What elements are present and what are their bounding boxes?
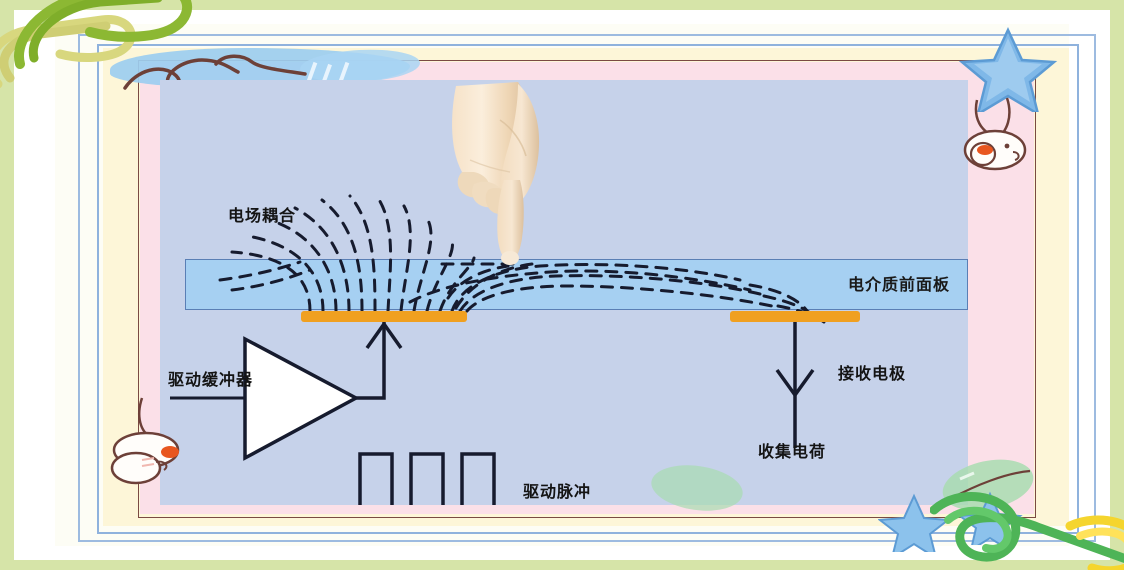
paperclip-icon (0, 0, 192, 89)
paperclip-icon (930, 492, 1124, 570)
label-receive-electrode: 接收电极 (838, 366, 907, 383)
receive-electrode (730, 311, 860, 322)
rabbit-face-icon (110, 397, 180, 485)
receive-electrode-symbol (775, 321, 815, 448)
rabbit-face-icon (963, 97, 1027, 171)
pointing-hand-icon (452, 82, 540, 265)
star-icon (958, 27, 1058, 112)
amplifier-symbol (170, 320, 403, 461)
label-drive-buffer: 驱动缓冲器 (168, 372, 254, 389)
dielectric-panel-label: 电介质前面板 (847, 277, 950, 294)
frame-brown-line (138, 60, 1036, 518)
drive-electrode (301, 311, 467, 322)
label-field-coupling: 电场耦合 (228, 208, 297, 225)
label-drive-pulse: 驱动脉冲 (523, 484, 592, 501)
electric-field-lines (218, 194, 826, 324)
squiggle-icon (123, 54, 350, 90)
leaf-icon (651, 465, 743, 511)
diagram-content-area: 电介质前面板 (160, 80, 968, 505)
dielectric-front-panel (185, 259, 968, 310)
frame-blue-line-inner (97, 44, 1079, 534)
drive-pulse-waveform (358, 452, 496, 505)
diagram-vector-layer (170, 194, 826, 505)
label-collected-charge: 收集电荷 (758, 444, 827, 461)
star-icon (878, 493, 951, 552)
frame-blue-line-outer (78, 34, 1096, 542)
